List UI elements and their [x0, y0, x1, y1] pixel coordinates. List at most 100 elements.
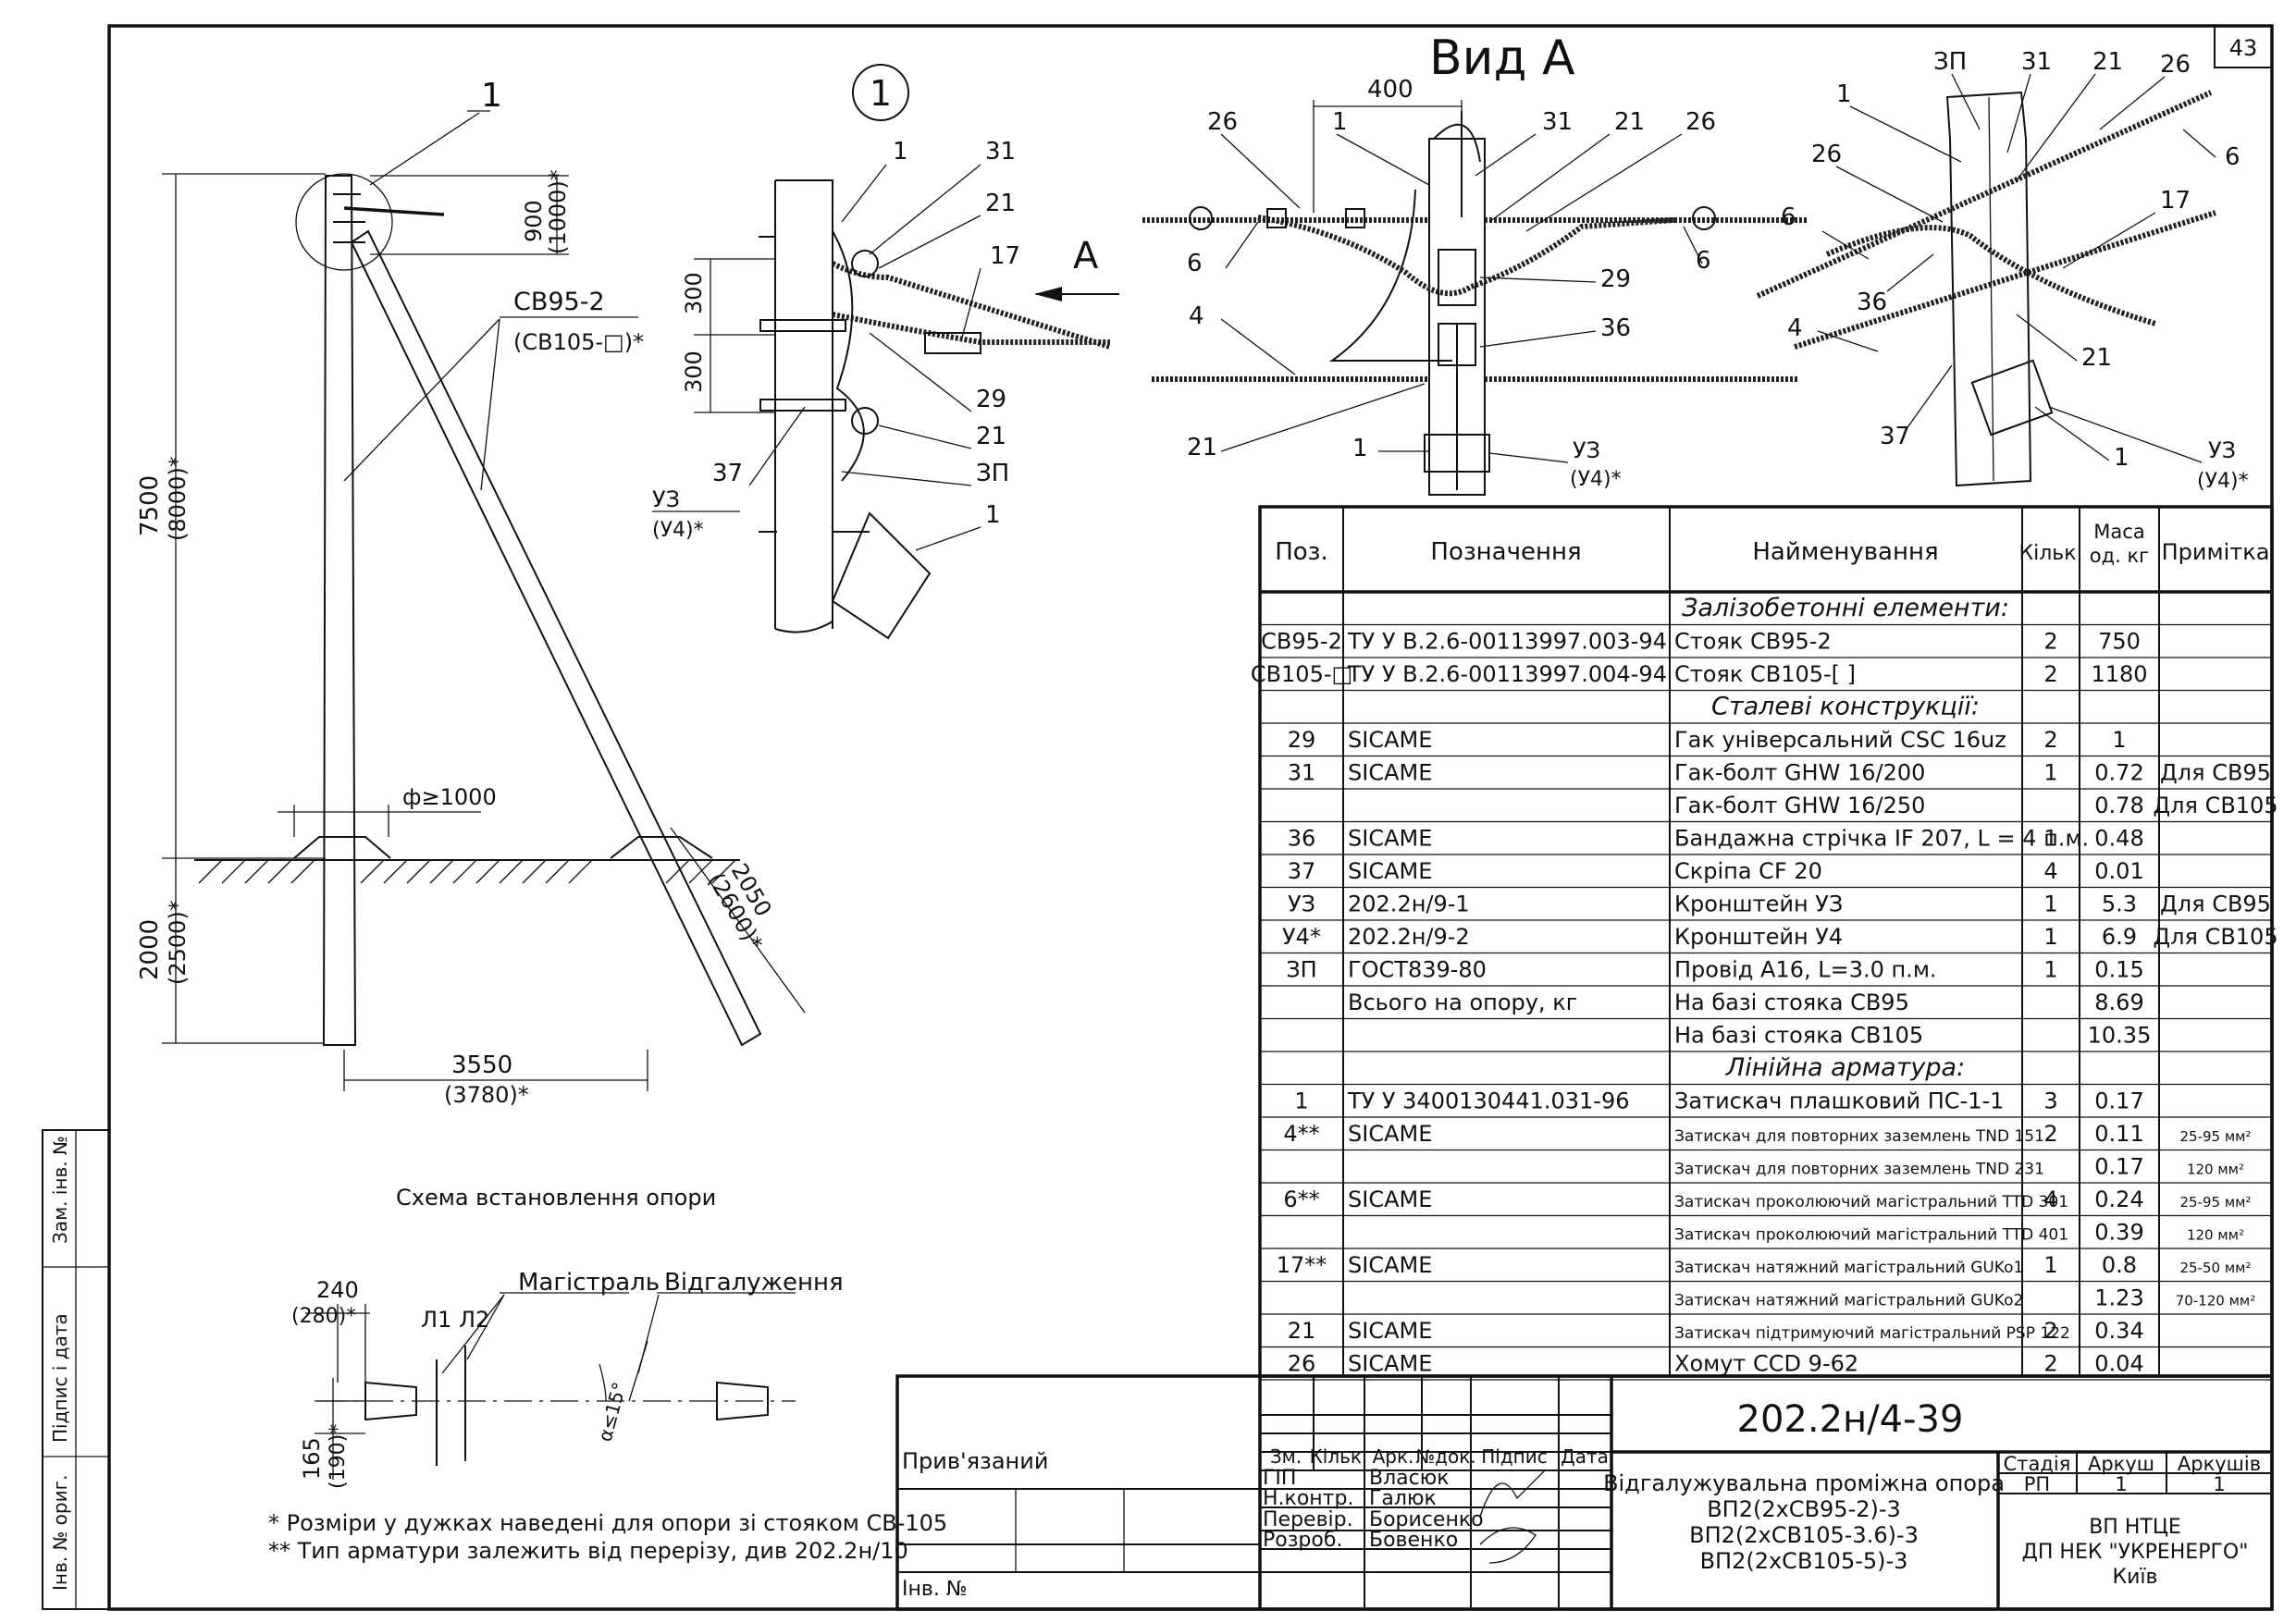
dim-7500: 7500 — [136, 475, 164, 536]
spec-cell: 17** — [1277, 1252, 1327, 1278]
pole-caption: Схема встановлення опори — [396, 1185, 716, 1211]
spec-cell: Бандажна стрічка IF 207, L = 4 п.м. — [1674, 826, 2089, 852]
iso-callout-6: 6 — [2225, 143, 2240, 171]
scheme-angle: α≤15° — [594, 1380, 631, 1444]
spec-cell: 0.24 — [2094, 1187, 2143, 1212]
tb-col-zm: Зм. — [1270, 1445, 1302, 1468]
view-a-callout-21c: 21 — [1187, 434, 1217, 461]
node-1-callout-31: 31 — [985, 138, 1016, 166]
tb-name-4: Бовенко — [1369, 1529, 1458, 1552]
spec-cell: Для СВ105 — [2153, 924, 2277, 950]
view-a-title: Вид А — [1429, 31, 1575, 86]
spec-cell: У4* — [1282, 924, 1321, 950]
spec-cell: 1.23 — [2094, 1285, 2143, 1311]
side-stamp-orig: Інв. № ориг. — [49, 1475, 71, 1591]
spec-cell: Гак універсальний CSC 16uz — [1674, 727, 2006, 753]
spec-cell: 29 — [1288, 727, 1316, 753]
view-a-callout-26b: 26 — [1685, 108, 1716, 136]
spec-cell: 2 — [2043, 629, 2057, 655]
spec-cell: Затискач для повторних заземлень TND 151 — [1674, 1127, 2044, 1146]
spec-cell: 1 — [2112, 727, 2126, 753]
spec-cell: СВ95-2 — [1261, 629, 1342, 655]
spec-cell: 2 — [2043, 1121, 2057, 1147]
iso-callout-21: 21 — [2092, 48, 2123, 76]
spec-header-qty: Кільк. — [2018, 542, 2082, 565]
iso-callout-17: 17 — [2160, 187, 2191, 215]
spec-cell: SICAME — [1348, 1351, 1432, 1377]
spec-cell: 0.34 — [2094, 1318, 2143, 1344]
tb-col-date: Дата — [1561, 1445, 1609, 1468]
tb-role-dev: Розроб. — [1263, 1529, 1342, 1552]
tb-code: 202.2н/4-39 — [1737, 1398, 1964, 1441]
spec-cell: ТУ У В.2.6-00113997.004-94 — [1347, 661, 1667, 687]
title-block: Зм. Кільк. Арк. №док. Підпис Дата ГІП Н.… — [895, 1374, 2274, 1611]
spec-cell: Хомут CCD 9-62 — [1674, 1351, 1858, 1377]
spec-cell: ГОСТ839-80 — [1348, 957, 1487, 983]
pole-installation-view: 1 900 (1000)* СВ95-2 (СВ105-□)* 7500 (80… — [136, 77, 806, 1211]
spec-cell: Для СВ105 — [2153, 793, 2277, 818]
tb-sheets-hdr: Аркушів — [2178, 1453, 2261, 1475]
spec-cell: 0.01 — [2094, 858, 2143, 884]
side-stamp-inv: Зам. інв. № — [49, 1136, 71, 1244]
spec-cell: Стояк СВ105-[ ] — [1674, 661, 1856, 687]
spec-cell: 2 — [2043, 1318, 2057, 1344]
spec-header-mass: Маса од. кг — [2089, 521, 2150, 567]
node-1-callout-29: 29 — [976, 386, 1006, 413]
dim-3550: 3550 — [451, 1051, 512, 1079]
node-1-callout-zp: ЗП — [976, 460, 1009, 487]
spec-cell: УЗ — [1288, 891, 1315, 917]
spec-header-pos: Поз. — [1275, 538, 1328, 566]
tb-desc-3: ВП2(2хСВ105-3.6)-3 — [1689, 1522, 1919, 1548]
node-1-callout-21: 21 — [985, 190, 1016, 217]
spec-table: Поз. Позначення Найменування Кільк. Маса… — [1251, 505, 2278, 1381]
spec-cell: Стояк СВ95-2 — [1674, 629, 1832, 655]
node-1-callout-37: 37 — [712, 460, 743, 487]
tb-org-3: Київ — [2113, 1566, 2158, 1589]
spec-cell: 4 — [2043, 858, 2057, 884]
tb-stage-val: РП — [2024, 1473, 2050, 1495]
view-a-callout-31: 31 — [1542, 108, 1573, 136]
spec-cell: 0.78 — [2094, 793, 2143, 818]
spec-cell: 0.39 — [2094, 1220, 2143, 1246]
spec-cell: Гак-болт GHW 16/200 — [1674, 760, 1925, 786]
spec-header-note: Примітка — [2162, 539, 2270, 565]
tb-org-1: ВП НТЦЕ — [2089, 1516, 2181, 1539]
spec-cell: Для СВ95 — [2160, 891, 2271, 917]
spec-cell: 21 — [1288, 1318, 1316, 1344]
iso-callout-21b: 21 — [2081, 344, 2112, 372]
tb-name-3: Борисенко — [1369, 1508, 1484, 1531]
side-stamp: Інв. № ориг. Підпис і дата Зам. інв. № — [42, 1129, 110, 1610]
iso-callout-u4: (У4)* — [2197, 470, 2249, 493]
spec-cell: 0.8 — [2102, 1252, 2137, 1278]
iso-callout-37: 37 — [1880, 423, 1910, 450]
dim-300-b: 300 — [681, 350, 707, 393]
pole-callout-1: 1 — [481, 77, 502, 115]
spec-cell: 36 — [1288, 826, 1316, 852]
spec-cell: Затискач проколюючий магістральний TTD 3… — [1674, 1193, 2068, 1211]
spec-cell: 1 — [2043, 760, 2057, 786]
iso-callout-1b: 1 — [2114, 444, 2129, 472]
spec-cell: 1 — [2043, 826, 2057, 852]
spec-cell: Кронштейн УЗ — [1674, 891, 1843, 917]
view-a-callout-36: 36 — [1600, 314, 1631, 342]
scheme-dim-165-alt: (190)* — [327, 1424, 350, 1489]
tb-desc-1: Відгалужувальна проміжна опора — [1603, 1470, 2005, 1496]
tb-role-gip: ГІП — [1263, 1467, 1296, 1490]
scheme-dim-165: 165 — [299, 1437, 325, 1480]
view-a-callout-u3: УЗ — [1573, 437, 1600, 463]
tb-inv: Інв. № — [902, 1578, 968, 1601]
spec-cell: 202.2н/9-2 — [1348, 924, 1470, 950]
spec-cell: 202.2н/9-1 — [1348, 891, 1470, 917]
scheme-magistral: Магістраль — [518, 1269, 660, 1297]
spec-cell: SICAME — [1348, 1187, 1432, 1212]
spec-cell: SICAME — [1348, 858, 1432, 884]
spec-cell: 0.15 — [2094, 957, 2143, 983]
sheet-number-box — [2214, 25, 2273, 68]
spec-cell: 750 — [2098, 629, 2141, 655]
installation-scheme: 240 (280)* 165 (190)* Л1 Л2 Магістраль В… — [291, 1269, 844, 1489]
iso-callout-31: 31 — [2021, 48, 2052, 76]
dim-2000-alt: (2500)* — [165, 900, 191, 985]
spec-cell: 1 — [2043, 891, 2057, 917]
spec-cell: 6.9 — [2102, 924, 2137, 950]
view-a-callout-1b: 1 — [1352, 435, 1368, 462]
